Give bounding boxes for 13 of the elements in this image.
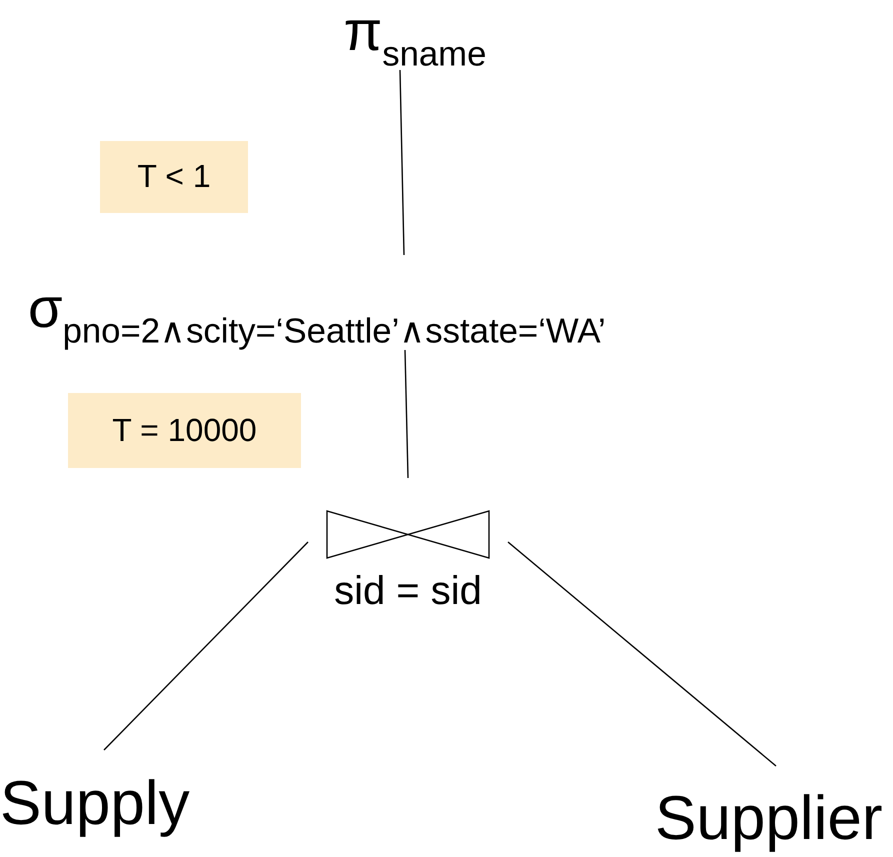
- operator-text: T = 10000: [112, 412, 257, 448]
- cost-annotation: [100, 141, 248, 213]
- operator-text: Supply: [0, 770, 190, 838]
- join-condition: sid = sid: [334, 569, 482, 613]
- operator-text: σ$_{pno=2∧scity=‘Seattle’∧sstate=‘WA’}$: [28, 277, 606, 351]
- operator-text: T < 1: [137, 159, 211, 195]
- tree-edge: [404, 350, 409, 478]
- cost-annotation: [68, 393, 301, 468]
- tree-edge: [508, 542, 776, 766]
- operator-text: Supplier: [655, 785, 882, 854]
- tree-edge: [399, 70, 405, 256]
- tree-edge: [104, 542, 308, 750]
- operator-text: π$_{sname}$: [344, 0, 486, 74]
